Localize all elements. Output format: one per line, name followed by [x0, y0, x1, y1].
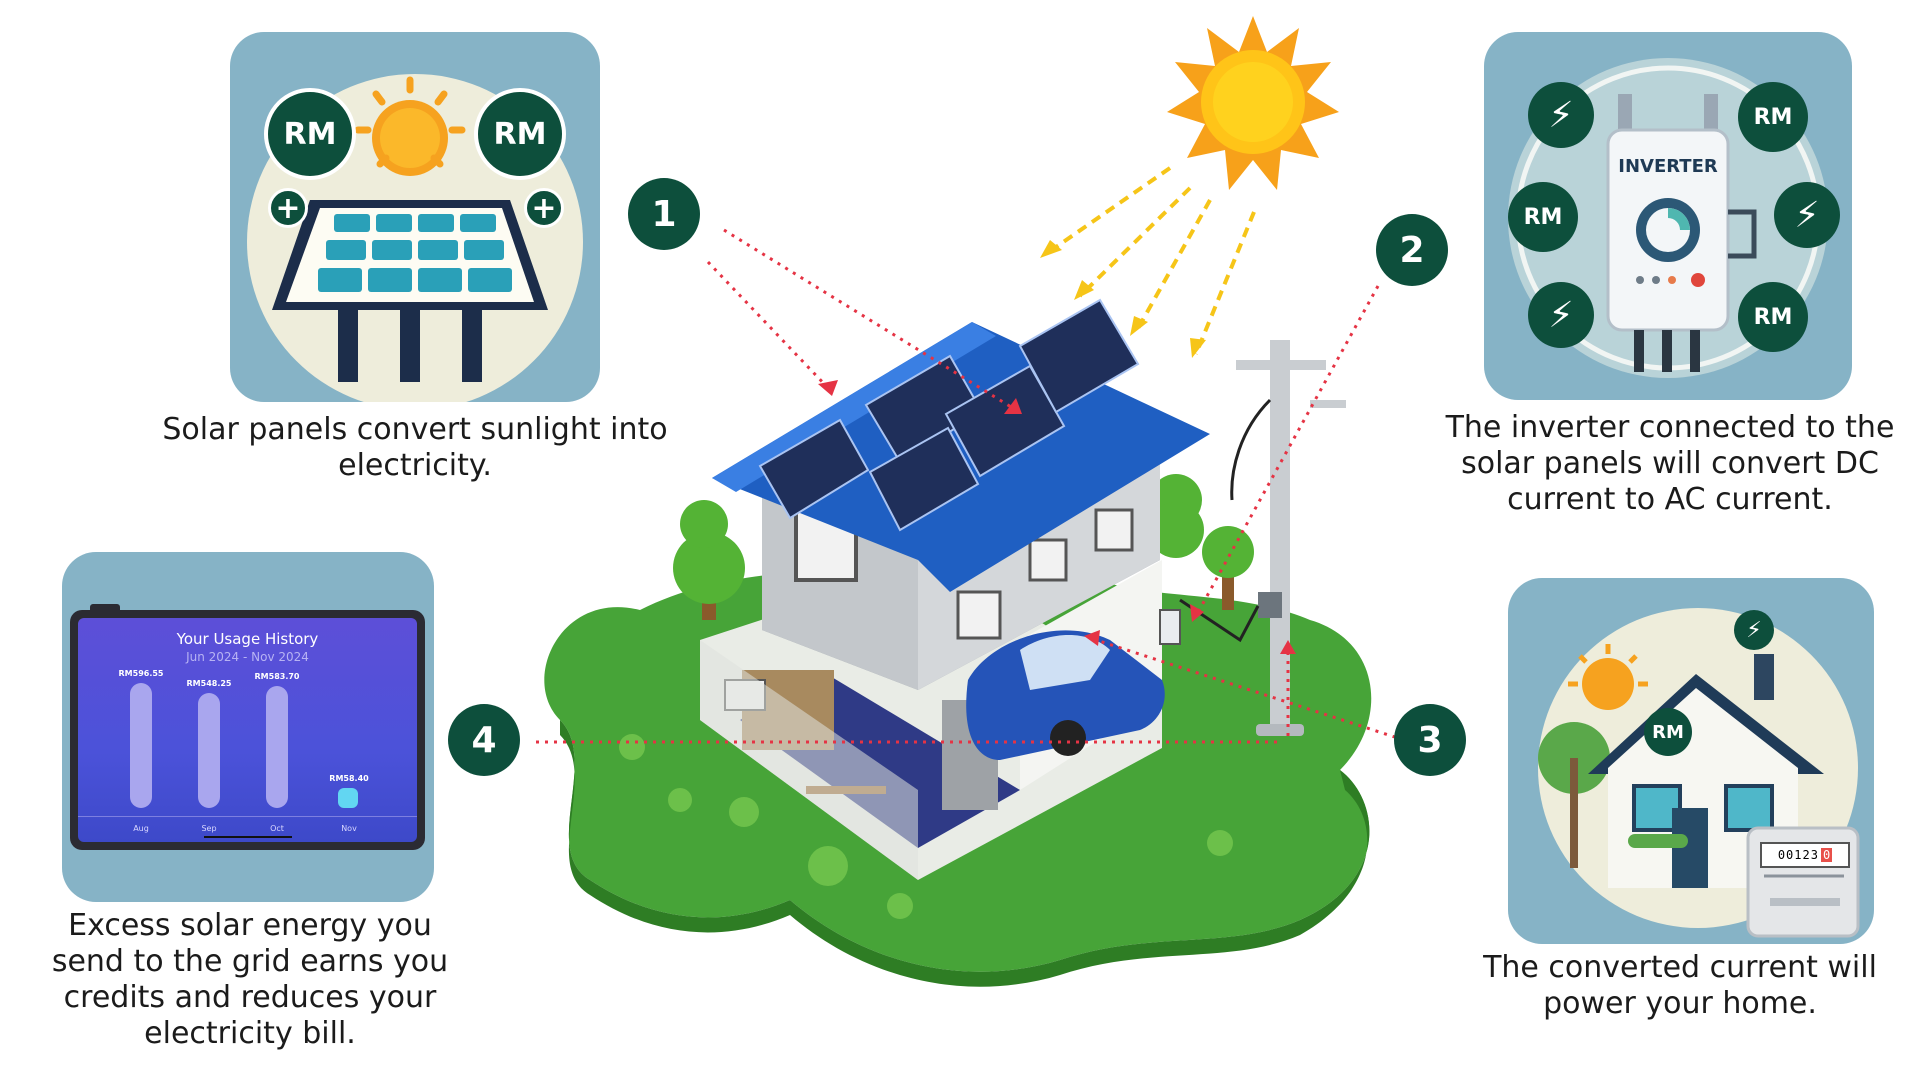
lightning-icon: ⚡ — [1734, 610, 1774, 650]
plus-icon: + — [268, 188, 308, 228]
step-2-badge: 2 — [1376, 214, 1448, 286]
inverter-label: INVERTER — [1618, 156, 1718, 177]
plus-icon: + — [524, 188, 564, 228]
usage-bar-label: RM596.55 — [118, 668, 164, 678]
usage-bar-label: RM58.40 — [329, 774, 369, 783]
step-1-badge: 1 — [628, 178, 700, 250]
lightning-icon: ⚡ — [1528, 282, 1594, 348]
step-4-badge: 4 — [448, 704, 520, 776]
rm-badge: RM — [264, 88, 356, 180]
usage-bar-label: RM583.70 — [254, 671, 300, 681]
usage-bar-aug — [130, 682, 152, 808]
usage-bar-oct — [266, 685, 288, 808]
usage-month-label: Oct — [270, 824, 284, 833]
usage-bar-sep — [198, 693, 220, 808]
sun-icon — [1167, 16, 1339, 190]
lightning-icon: ⚡ — [1528, 82, 1594, 148]
rm-badge: RM — [1738, 282, 1808, 352]
lightning-icon: ⚡ — [1774, 182, 1840, 248]
chart-title: Your Usage History — [176, 630, 319, 648]
rm-badge: RM — [1738, 82, 1808, 152]
rm-badge: RM — [1508, 182, 1578, 252]
inverter-card: INVERTER ⚡ ⚡ ⚡ RM RM RM — [1484, 32, 1852, 400]
solar-panel-card: RM RM + + — [230, 32, 600, 402]
rm-badge: RM — [1644, 708, 1692, 756]
solar-panels — [758, 298, 1140, 532]
rm-badge: RM — [474, 88, 566, 180]
house-icon — [1538, 608, 1860, 938]
meter-reading-last: 0 — [1820, 848, 1833, 862]
usage-month-label: Sep — [201, 824, 217, 833]
step-3-badge: 3 — [1394, 704, 1466, 776]
tablet-icon: Your Usage History Jun 2024 - Nov 2024 R… — [70, 604, 425, 850]
meter-reading: 00123 — [1777, 848, 1819, 862]
usage-bar-nov — [338, 788, 358, 808]
usage-bar-label: RM548.25 — [186, 679, 232, 689]
chart-subtitle: Jun 2024 - Nov 2024 — [186, 650, 309, 664]
usage-month-label: Nov — [341, 824, 357, 833]
usage-month-label: Aug — [133, 824, 149, 833]
usage-history-screen: Your Usage History Jun 2024 - Nov 2024 R… — [78, 618, 417, 842]
